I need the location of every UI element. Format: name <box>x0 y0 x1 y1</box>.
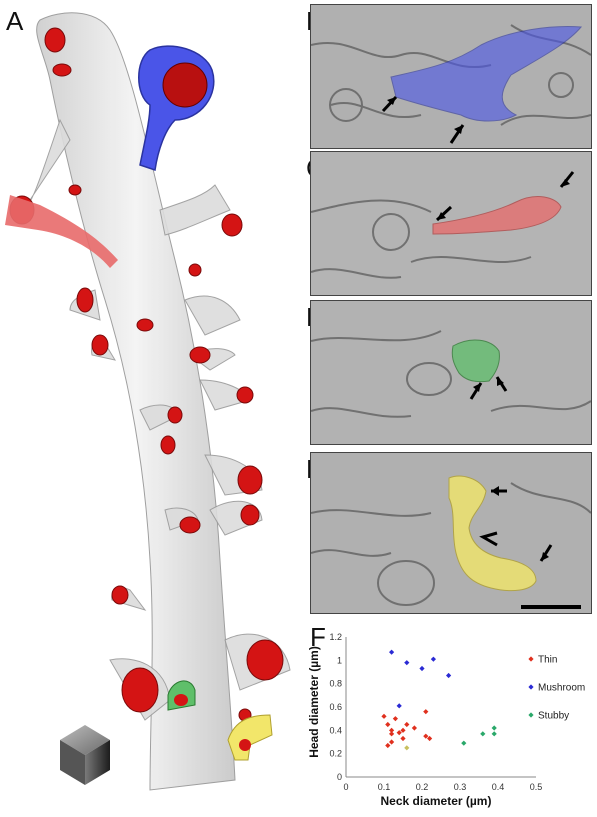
scale-cube-icon <box>60 725 110 785</box>
branched-spine-em <box>448 475 537 592</box>
y-axis-label: Head diameter (µm) <box>307 646 321 758</box>
plot-axes: 0 0.1 0.2 0.3 0.4 0.5 0 0.2 0.4 0.6 0.8 1 1.2 <box>329 632 542 792</box>
stubby-spine-em <box>451 339 500 383</box>
data-point <box>400 735 406 742</box>
scatter-plot: 0 0.1 0.2 0.3 0.4 0.5 0 0.2 0.4 0.6 0.8 1 1.2 Neck d… <box>307 632 585 808</box>
x-tick-label: 0.1 <box>378 782 391 792</box>
plot-points <box>381 649 497 751</box>
em-micrograph-c <box>310 151 592 296</box>
y-tick-label: 0 <box>337 772 342 782</box>
data-point <box>381 713 387 719</box>
y-tick-label: 0.2 <box>329 749 342 759</box>
y-tick-label: 0.4 <box>329 725 342 735</box>
thin-spine-em <box>432 196 562 235</box>
dendrite-3d-reconstruction <box>5 12 291 791</box>
x-tick-label: 0.2 <box>416 782 429 792</box>
legend-marker <box>528 684 534 690</box>
data-point <box>446 672 452 679</box>
data-point <box>385 721 391 728</box>
x-axis-label: Neck diameter (µm) <box>381 794 492 808</box>
data-point <box>389 727 395 733</box>
legend-label: Stubby <box>538 711 569 722</box>
panel-label-f: F <box>310 622 326 652</box>
x-tick-label: 0.3 <box>454 782 467 792</box>
data-point <box>411 725 417 731</box>
mushroom-spine-em <box>390 26 583 122</box>
data-point <box>396 703 402 709</box>
data-point <box>385 742 391 749</box>
data-point <box>404 745 410 751</box>
x-tick-label: 0.4 <box>492 782 505 792</box>
legend-marker <box>528 712 534 718</box>
data-point <box>400 727 406 733</box>
data-point <box>392 716 398 722</box>
scale-bar <box>521 605 581 609</box>
data-point <box>404 721 410 728</box>
data-point <box>404 660 410 666</box>
y-tick-label: 0.8 <box>329 679 342 689</box>
data-point <box>419 665 425 672</box>
data-point <box>430 656 436 662</box>
x-tick-label: 0 <box>343 782 348 792</box>
x-tick-label: 0.5 <box>530 782 543 792</box>
data-point <box>423 709 429 715</box>
panel-label-a: A <box>6 6 24 36</box>
em-micrograph-d <box>310 300 592 445</box>
y-tick-label: 0.6 <box>329 702 342 712</box>
data-point <box>491 731 497 737</box>
y-tick-label: 1 <box>337 655 342 665</box>
branched-spine-3d <box>227 714 273 761</box>
thin-spine-3d <box>5 195 118 268</box>
y-tick-label: 1.2 <box>329 632 342 642</box>
legend-label: Thin <box>538 655 557 666</box>
data-point <box>461 740 467 746</box>
data-point <box>389 739 395 745</box>
data-point <box>480 731 486 737</box>
em-micrograph-e <box>310 452 592 614</box>
em-micrograph-b <box>310 4 592 149</box>
data-point <box>491 725 497 731</box>
legend-label: Mushroom <box>538 683 585 694</box>
legend-marker <box>528 656 534 662</box>
data-point <box>389 649 395 655</box>
